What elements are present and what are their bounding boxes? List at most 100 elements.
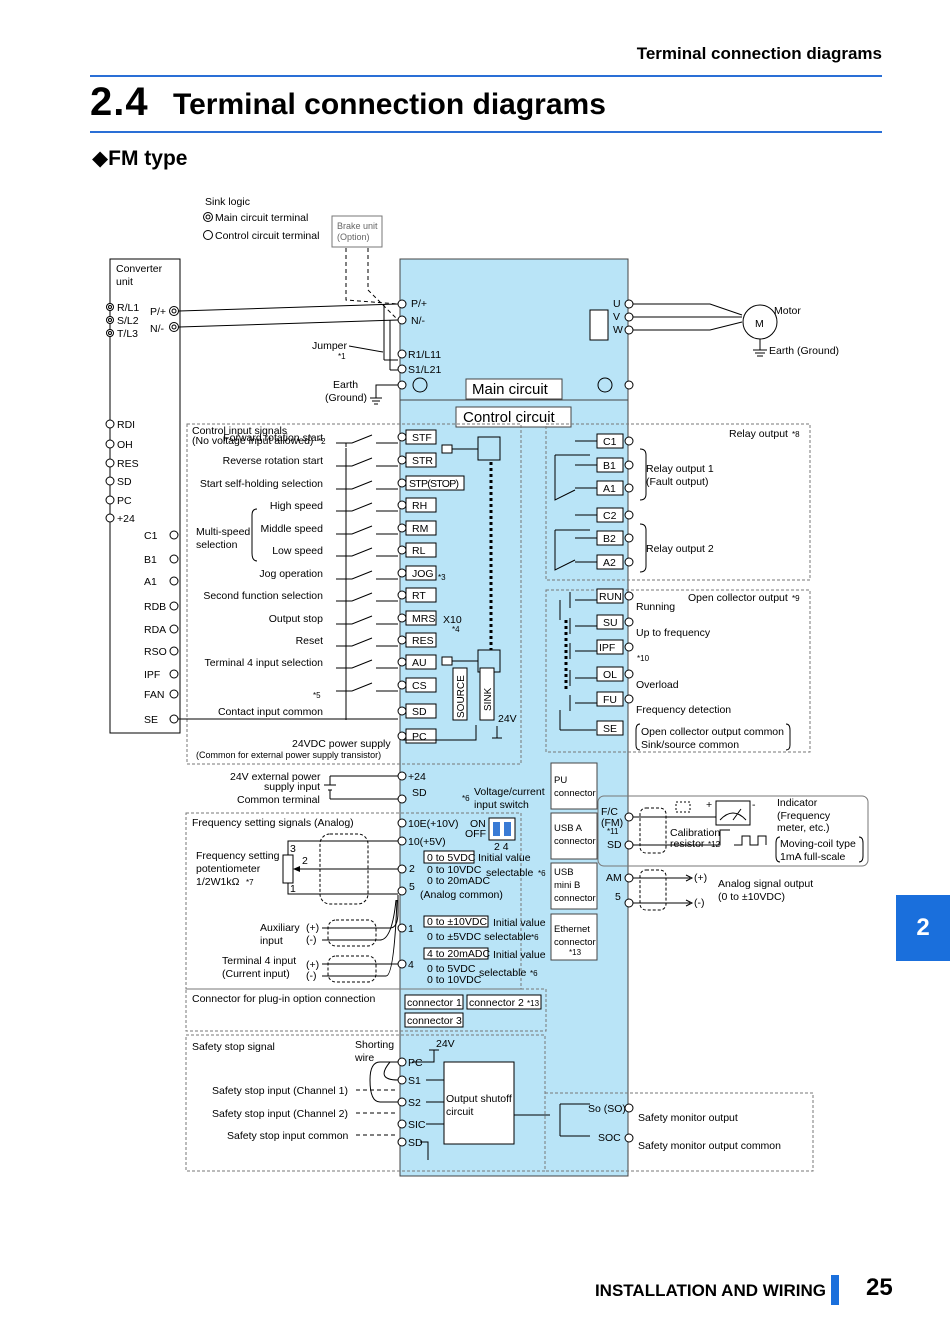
terminal-box: JOG	[412, 568, 434, 580]
oc-terminal: RUN	[599, 591, 622, 603]
v24-label: 24V	[498, 713, 517, 725]
oc-terminal: FU	[603, 694, 617, 706]
plugin-c3: connector 3	[407, 1015, 462, 1027]
pu-2: connector	[554, 788, 596, 799]
relay-terminal: B1	[603, 460, 616, 472]
plugin-c2: connector 2	[469, 997, 524, 1009]
oc-terminal: OL	[603, 669, 617, 681]
terminal-box: PC	[412, 731, 427, 743]
terminal-box: RES	[412, 635, 434, 647]
converter-title-2: unit	[116, 276, 133, 288]
pot-1: Frequency setting	[196, 850, 280, 862]
brake-unit-l1: Brake unit	[337, 221, 378, 231]
usbb-1: USB	[554, 867, 574, 878]
t4-minus: (-)	[306, 970, 317, 982]
usbb-3: connector	[554, 893, 596, 904]
terminal-box: RL	[412, 545, 426, 557]
output-shutoff-box	[443, 1061, 515, 1145]
conv-signal: +24	[117, 513, 135, 525]
section-title: Terminal connection diagrams	[173, 88, 606, 121]
x10-label: X10	[443, 614, 462, 626]
safety-title: Safety stop signal	[192, 1041, 275, 1053]
aux-minus: (-)	[306, 934, 317, 946]
ext-t24: +24	[408, 771, 426, 783]
converter-title-1: Converter	[116, 263, 163, 275]
out-w: W	[613, 324, 623, 336]
terminal-box: RT	[412, 590, 426, 602]
input-label: High speed	[270, 500, 323, 512]
sw-on: ON	[470, 818, 486, 830]
main-r1: R1/L11	[408, 349, 441, 361]
input-label: Reset	[296, 635, 324, 647]
switch-2: input switch	[474, 799, 529, 811]
conv-signal: RES	[117, 458, 139, 470]
input-label: Terminal 4 input selection	[205, 657, 324, 669]
oc-common-2: Sink/source common	[641, 739, 739, 751]
am-label-1: Analog signal output	[718, 878, 813, 890]
subheading: ◆FM type	[92, 147, 188, 170]
safety-mon-common: Safety monitor output common	[638, 1140, 781, 1152]
conv-signal: OH	[117, 439, 133, 451]
calib-note: *12	[708, 840, 721, 849]
shutoff-1: Output shutoff	[446, 1093, 512, 1105]
t1: 1	[408, 923, 414, 935]
brake-unit	[331, 215, 383, 248]
main-pplus: P/+	[411, 298, 427, 310]
sw-off: OFF	[465, 828, 486, 840]
input-label: Start self-holding selection	[200, 478, 323, 490]
t4in-2: (Current input)	[222, 968, 290, 980]
conv-input: T/L3	[117, 328, 138, 340]
switch-note: *6	[462, 794, 470, 803]
sink-label: SINK	[483, 687, 494, 711]
safety-ch2: Safety stop input (Channel 2)	[212, 1108, 348, 1120]
main-earth-2: (Ground)	[325, 392, 367, 404]
conv-signal: FAN	[144, 689, 164, 701]
safety-terminal: S2	[408, 1097, 421, 1109]
safety-ch1: Safety stop input (Channel 1)	[212, 1085, 348, 1097]
indicator-2: (Frequency	[777, 810, 831, 822]
multispeed-1: Multi-speed	[196, 526, 250, 538]
oc-common-1: Open collector output common	[641, 726, 784, 738]
usba-2: connector	[554, 836, 596, 847]
safety-terminal: SD	[408, 1137, 423, 1149]
input-title-1: Control input signals	[192, 425, 287, 437]
jog-note: *3	[438, 573, 446, 582]
terminal-box: AU	[412, 657, 427, 669]
eth-note: *13	[569, 948, 582, 957]
oc-label: Overload	[636, 679, 679, 691]
oc-title-note: *9	[792, 594, 800, 603]
t2-init: Initial value	[478, 852, 531, 864]
t4: 4	[408, 959, 414, 971]
ipf-note: *10	[637, 654, 650, 663]
t4-r1: 4 to 20mADC	[427, 948, 490, 960]
pot-pin2: 2	[302, 855, 308, 867]
brake-unit-l2: (Option)	[337, 232, 370, 242]
fm-t1: F/C	[601, 806, 618, 818]
t2-r1: 0 to 5VDC	[427, 852, 476, 864]
pot-3: 1/2W1kΩ	[196, 876, 240, 888]
mc-1: Moving-coil type	[780, 838, 856, 850]
input-label: Jog operation	[259, 568, 323, 580]
t2-r2: 0 to 10VDC	[427, 864, 482, 876]
conv-input: R/L1	[117, 302, 139, 314]
relay-terminal: C2	[603, 510, 617, 522]
terminal-box: STP(STOP)	[409, 478, 459, 490]
legend-control: Control circuit terminal	[215, 230, 319, 242]
conv-signal: RSO	[144, 646, 167, 658]
ext-power-2: supply input	[264, 781, 320, 793]
terminal-box: STF	[412, 432, 432, 444]
relay-terminal: C1	[603, 436, 617, 448]
motor-label: Motor	[774, 305, 801, 317]
mc-2: 1mA full-scale	[780, 851, 846, 863]
main-earth-1: Earth	[333, 379, 358, 391]
input-label: Contact input common	[218, 706, 323, 718]
page-number: 25	[866, 1274, 893, 1301]
multispeed-2: selection	[196, 539, 238, 551]
safety-terminal: S1	[408, 1075, 421, 1087]
ext-common: Common terminal	[237, 794, 320, 806]
chapter-side-tab: 2	[896, 895, 950, 961]
safety-mon: Safety monitor output	[638, 1112, 738, 1124]
shorting-1: Shorting	[355, 1039, 394, 1051]
conv-signal: IPF	[144, 669, 160, 681]
